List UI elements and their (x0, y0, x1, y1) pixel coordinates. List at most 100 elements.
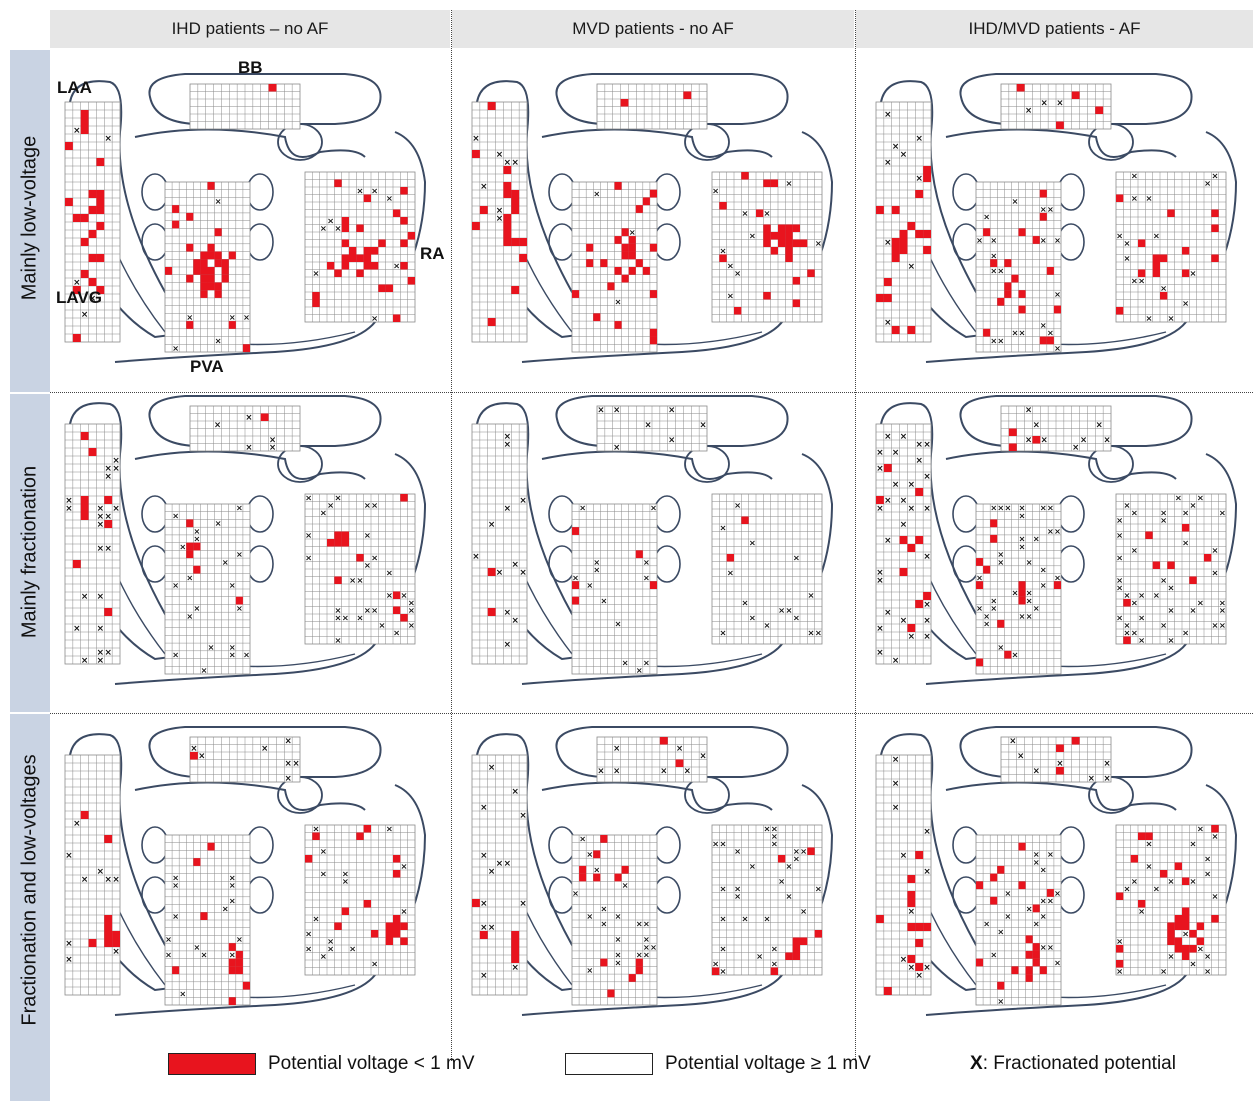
region-label-bb: BB (238, 58, 263, 77)
svg-text:×: × (172, 880, 179, 890)
svg-text:×: × (512, 560, 519, 570)
svg-text:×: × (1138, 276, 1145, 286)
svg-text:×: × (172, 343, 179, 353)
atrial-map-svg: ×××××××××××××××××××× (64, 73, 427, 363)
svg-text:×: × (884, 608, 891, 618)
svg-text:×: × (401, 906, 408, 916)
svg-text:×: × (1012, 588, 1019, 598)
svg-text:×: × (496, 568, 503, 578)
svg-text:×: × (764, 824, 771, 834)
svg-text:×: × (1219, 508, 1226, 518)
legend-swatch-red (168, 1053, 256, 1075)
legend-fractionated-symbol: X (970, 1053, 983, 1074)
svg-text:×: × (408, 620, 415, 630)
svg-text:×: × (504, 640, 511, 650)
svg-text:×: × (488, 763, 495, 773)
svg-text:×: × (815, 238, 822, 248)
svg-text:×: × (892, 480, 899, 490)
svg-text:×: × (1054, 526, 1061, 536)
svg-text:×: × (1004, 888, 1011, 898)
svg-text:×: × (320, 223, 327, 233)
svg-text:×: × (1160, 575, 1167, 585)
svg-text:×: × (997, 642, 1004, 652)
svg-text:×: × (771, 831, 778, 841)
svg-text:×: × (305, 530, 312, 540)
region-label-laa: LAA (57, 78, 92, 97)
svg-text:×: × (1116, 231, 1123, 241)
svg-text:×: × (313, 824, 320, 834)
svg-text:×: × (1204, 966, 1211, 976)
svg-text:×: × (269, 436, 276, 446)
svg-text:×: × (876, 464, 883, 474)
svg-text:×: × (793, 613, 800, 623)
svg-text:×: × (105, 648, 112, 658)
svg-text:×: × (815, 884, 822, 894)
svg-text:×: × (997, 549, 1004, 559)
svg-text:×: × (923, 616, 930, 626)
svg-text:×: × (320, 951, 327, 961)
svg-text:×: × (1033, 603, 1040, 613)
svg-text:×: × (480, 851, 487, 861)
svg-text:×: × (1153, 884, 1160, 894)
svg-text:×: × (997, 335, 1004, 345)
svg-text:×: × (1009, 737, 1016, 747)
svg-text:×: × (983, 212, 990, 222)
svg-text:×: × (305, 553, 312, 563)
svg-text:×: × (201, 950, 208, 960)
svg-text:×: × (1056, 99, 1063, 109)
svg-text:×: × (734, 500, 741, 510)
map-panel-r1-c3: ××××××××××××××××××××××××××××××××××××××××… (866, 62, 1251, 377)
svg-text:×: × (1080, 436, 1087, 446)
svg-text:×: × (1131, 876, 1138, 886)
svg-text:×: × (81, 875, 88, 885)
svg-text:×: × (815, 628, 822, 638)
svg-text:×: × (229, 580, 236, 590)
svg-text:×: × (764, 208, 771, 218)
svg-text:×: × (668, 436, 675, 446)
svg-text:×: × (327, 500, 334, 510)
svg-text:×: × (285, 737, 292, 747)
svg-text:×: × (1040, 204, 1047, 214)
svg-text:×: × (335, 613, 342, 623)
atrial-map-svg: ××××××××××××××××××××××××××××××××××××××××… (875, 726, 1238, 1016)
svg-text:×: × (73, 126, 80, 136)
svg-text:×: × (198, 752, 205, 762)
svg-text:×: × (65, 851, 72, 861)
svg-text:×: × (512, 963, 519, 973)
svg-text:×: × (1124, 620, 1131, 630)
svg-text:×: × (593, 565, 600, 575)
svg-text:×: × (89, 294, 96, 304)
svg-text:×: × (720, 884, 727, 894)
svg-text:×: × (371, 553, 378, 563)
svg-text:×: × (105, 512, 112, 522)
svg-text:×: × (976, 235, 983, 245)
svg-text:×: × (884, 496, 891, 506)
svg-text:×: × (73, 278, 80, 288)
svg-text:×: × (488, 520, 495, 530)
svg-text:×: × (615, 934, 622, 944)
svg-text:×: × (990, 595, 997, 605)
svg-text:×: × (1204, 854, 1211, 864)
svg-text:×: × (1168, 583, 1175, 593)
svg-text:×: × (1025, 406, 1032, 416)
svg-text:×: × (1168, 635, 1175, 645)
svg-text:×: × (1168, 313, 1175, 323)
svg-text:×: × (1124, 884, 1131, 894)
svg-text:×: × (997, 503, 1004, 513)
svg-text:×: × (1190, 605, 1197, 615)
svg-text:×: × (720, 914, 727, 924)
svg-text:×: × (97, 512, 104, 522)
map-panel-r3-c3: ××××××××××××××××××××××××××××××××××××××××… (866, 715, 1251, 1030)
svg-text:×: × (349, 944, 356, 954)
svg-text:×: × (786, 178, 793, 188)
svg-text:×: × (923, 827, 930, 837)
row-divider-1 (50, 392, 1253, 393)
region-label-ra: RA (420, 244, 445, 263)
svg-text:×: × (900, 851, 907, 861)
svg-text:×: × (313, 914, 320, 924)
svg-text:×: × (193, 526, 200, 536)
svg-text:×: × (720, 246, 727, 256)
svg-text:×: × (327, 216, 334, 226)
svg-text:×: × (243, 650, 250, 660)
svg-text:×: × (1054, 888, 1061, 898)
